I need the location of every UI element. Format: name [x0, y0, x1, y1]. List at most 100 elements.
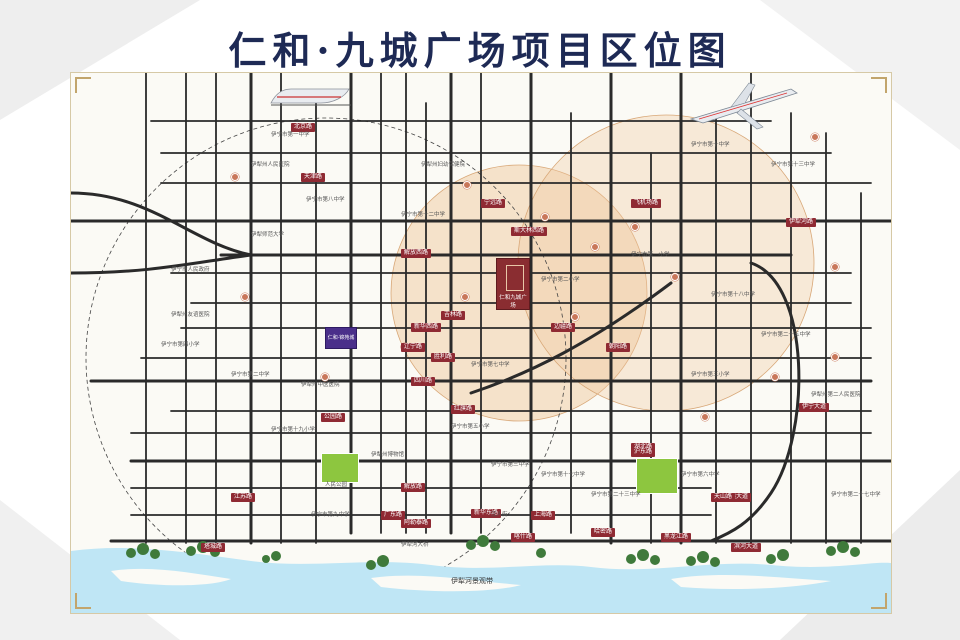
corner-ornament — [871, 77, 887, 93]
landmark-icon[interactable] — [671, 273, 679, 281]
project-label: 仁和九城广场 — [499, 295, 527, 309]
place-label: 伊宁市第二十五中学 — [761, 332, 811, 338]
river-island — [111, 568, 231, 586]
landmark-icon[interactable] — [241, 293, 249, 301]
place-label: 伊宁市第十七中学 — [541, 472, 586, 478]
road-label: 四川路 — [411, 377, 436, 386]
place-label: 伊犁州中医医院 — [301, 382, 340, 388]
place-label: 伊宁市人民政府 — [171, 267, 210, 273]
road-label: 宁远路 — [481, 199, 506, 208]
corner-ornament — [75, 593, 91, 609]
place-label: 伊宁市第四小学 — [161, 342, 200, 348]
road-label: 胜利路 — [431, 353, 456, 362]
road-label: 辽宁路 — [401, 343, 426, 352]
building-icon — [506, 265, 524, 291]
train-icon — [270, 88, 351, 106]
road-label: 塔城路 — [201, 543, 226, 552]
road-label: 黑龙江路 — [661, 533, 692, 542]
park-area — [636, 458, 678, 494]
project-marker[interactable]: 仁和九城广场 — [496, 258, 530, 310]
place-label: 伊犁州妇幼保健院 — [421, 162, 466, 168]
place-label: 伊犁师范大学 — [251, 232, 285, 238]
road-label: 新疆大道 — [721, 493, 752, 502]
road-label: 阿勒泰路 — [401, 519, 432, 528]
place-label: 伊宁市第三小学 — [691, 372, 730, 378]
place-label: 伊宁市第七中学 — [471, 362, 510, 368]
road-label: 解放路 — [401, 483, 426, 492]
place-label: 伊宁市第二十七中学 — [831, 492, 881, 498]
landmark-icon[interactable] — [591, 243, 599, 251]
river — [71, 548, 891, 613]
place-label: 伊宁市第十九小学 — [271, 427, 316, 433]
road-label: 沪东路 — [631, 448, 656, 457]
radius-circle-2 — [517, 114, 815, 412]
road-label: 湖北路 — [631, 443, 656, 452]
landmark-icon[interactable] — [771, 373, 779, 381]
road-label: 斯大林西路 — [511, 227, 548, 236]
landmark-icon[interactable] — [321, 373, 329, 381]
community-marker[interactable]: 仁和·锦苑城 — [325, 327, 357, 349]
airplane-icon — [689, 82, 798, 130]
place-label: 伊宁市第九中学 — [311, 512, 350, 518]
road-label: 公园路 — [321, 413, 346, 422]
place-label: 伊宁市第八中学 — [306, 197, 345, 203]
road-label: 红旗路 — [451, 405, 476, 414]
place-label: 伊犁州人民医院 — [251, 162, 290, 168]
place-label: 伊宁市第六中学 — [681, 472, 720, 478]
place-label: 人民公园 — [325, 482, 348, 488]
road-network — [71, 73, 891, 545]
road-label: 伊犁河路 — [786, 218, 817, 227]
road-label: 上海路 — [531, 511, 556, 520]
river-island — [671, 575, 831, 589]
place-label: 伊宁市第三中学 — [491, 462, 530, 468]
place-label: 汉人街 — [491, 512, 508, 518]
place-label: 伊宁市第二中学 — [231, 372, 270, 378]
map-area: 仁和九城广场 仁和·锦苑城 解放西路 宁远路 斯大林西路 飞机场路 伊犁河路 新… — [70, 72, 892, 614]
page-title: 仁和·九城广场项目区位图 — [228, 28, 732, 73]
road-label: 北京路 — [291, 123, 316, 132]
place-label: 伊宁市第一中学 — [271, 132, 310, 138]
road-label: 新华东路 — [471, 509, 502, 518]
place-label: 伊宁市第十三中学 — [771, 162, 816, 168]
landmark-icon[interactable] — [571, 313, 579, 321]
road-label: 喀什路 — [511, 533, 536, 542]
place-label: 伊宁市第一小学 — [631, 252, 670, 258]
road-label: 广东路 — [381, 511, 406, 520]
place-label: 伊宁市第十八中学 — [711, 292, 756, 298]
tree-icon — [126, 535, 860, 570]
landmark-icon[interactable] — [831, 353, 839, 361]
landmark-icon[interactable] — [831, 263, 839, 271]
road-label: 江苏路 — [231, 493, 256, 502]
corner-ornament — [871, 593, 887, 609]
place-label: 伊犁河大桥 — [401, 542, 429, 548]
river-label: 伊犁河景观带 — [451, 577, 493, 585]
road-label: 吉林路 — [441, 311, 466, 320]
road-label: 解放西路 — [401, 249, 432, 258]
road-label: 新华西路 — [411, 323, 442, 332]
landmark-icon[interactable] — [631, 223, 639, 231]
road-label: 天山路 — [711, 493, 736, 502]
place-label: 伊犁州第二人民医院 — [811, 392, 861, 398]
road-label: 滨河大道 — [731, 543, 762, 552]
place-label: 伊宁市第十二中学 — [401, 212, 446, 218]
place-label: 伊犁州友谊医院 — [171, 312, 210, 318]
road-label: 哈密路 — [591, 528, 616, 537]
place-label: 伊宁市第二十三中学 — [591, 492, 641, 498]
community-label: 仁和·锦苑城 — [327, 335, 355, 341]
place-label: 伊宁市第二小学 — [541, 277, 580, 283]
landmark-icon[interactable] — [461, 293, 469, 301]
place-label: 伊宁市第五小学 — [451, 424, 490, 430]
landmark-icon[interactable] — [463, 181, 471, 189]
road-label: 飞机场路 — [631, 199, 662, 208]
landmark-icon[interactable] — [811, 133, 819, 141]
road-label: 伊宁大道 — [799, 403, 830, 412]
place-label: 伊宁市第十中学 — [691, 142, 730, 148]
park-area — [321, 453, 359, 483]
landmark-icon[interactable] — [231, 173, 239, 181]
corner-ornament — [75, 77, 91, 93]
road-label: 边疆路 — [551, 323, 576, 332]
road-label: 天津路 — [301, 173, 326, 182]
landmark-icon[interactable] — [701, 413, 709, 421]
landmark-icon[interactable] — [541, 213, 549, 221]
